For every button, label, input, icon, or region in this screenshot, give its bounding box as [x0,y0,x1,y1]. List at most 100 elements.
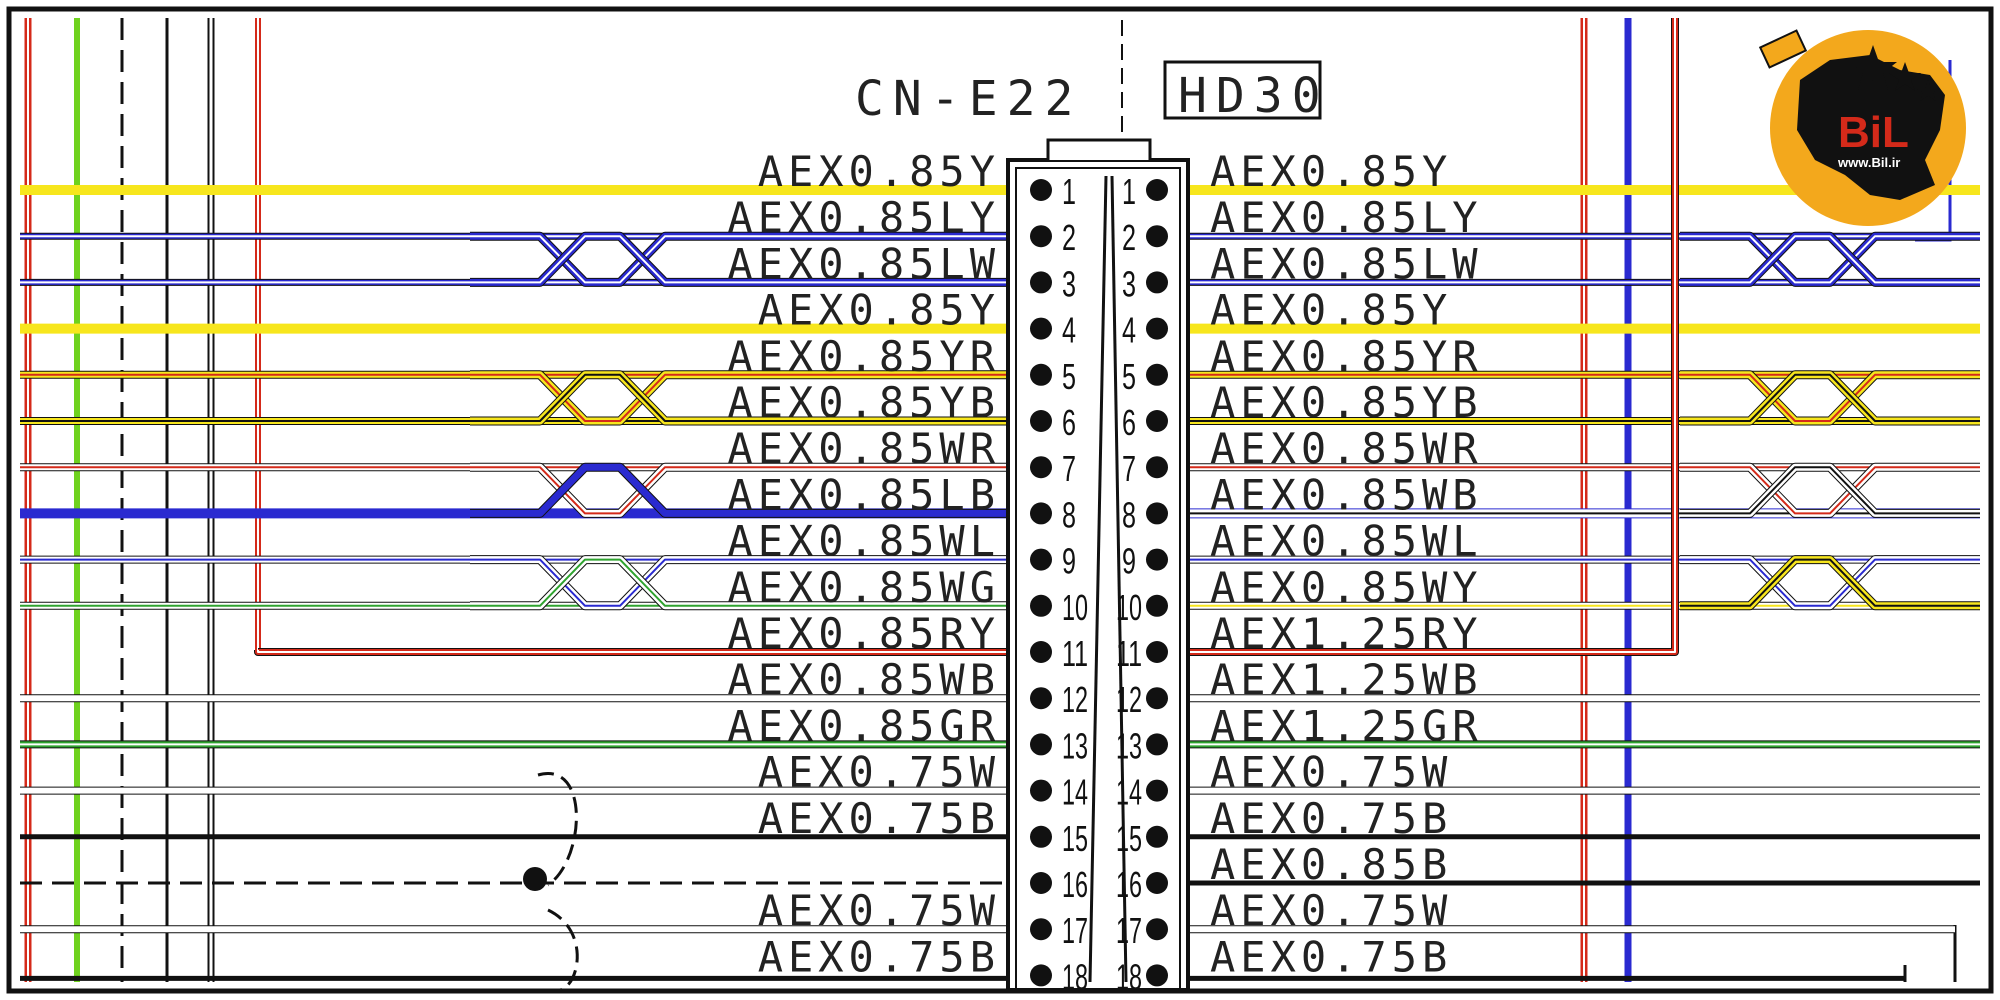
pin-dot-right [1146,594,1168,617]
twisted-pair-wire [1680,370,1980,426]
wire-label-left: AEX0.85YR [727,332,1000,381]
pin-number-left: 3 [1062,263,1076,304]
wire-label-right: AEX0.85WY [1210,563,1483,612]
wire-label-left: AEX0.85WR [727,424,1000,473]
pin-number-right: 12 [1116,679,1142,720]
star-icon [1916,80,1940,101]
pin-dot-right [1146,179,1168,201]
wire-label-right: AEX0.85Y [1210,147,1452,196]
pin-dot-left [1030,225,1052,248]
pin-dot-left [1030,410,1052,432]
twisted-pair-wire [470,555,1012,611]
pin-number-right: 15 [1116,818,1142,859]
wire-left-11 [254,648,1012,656]
star-icon [1849,45,1897,90]
iran-map-icon [1797,55,1945,200]
wire-label-right: AEX1.25WB [1210,655,1483,704]
pin-dot-left [1030,964,1052,987]
pin-dot-left [1030,641,1052,663]
pin-dot-left [1030,733,1052,756]
diagram-frame [6,6,1994,994]
pin-dot-right [1146,410,1168,432]
wire-right-11 [1180,18,1679,656]
wire-label-left: AEX0.85WL [727,517,1000,566]
pin-number-right: 5 [1122,356,1136,397]
pin-number-right: 18 [1116,956,1142,997]
wire-label-right: AEX0.75W [1210,748,1452,797]
wire-label-right: AEX0.75W [1210,886,1452,935]
wire-label-right: AEX0.85WR [1210,424,1483,473]
pin-dot-right [1146,918,1168,941]
wire-label-left: AEX0.85Y [758,286,1000,335]
pin-dot-right [1146,317,1168,340]
pin-number-left: 1 [1062,171,1076,212]
wire-label-left: AEX0.85Y [758,147,1000,196]
horizontal-wires [20,18,1980,981]
wire-label-right: AEX0.75B [1210,932,1452,981]
pin-number-right: 17 [1116,910,1142,951]
twisted-pair-wire [1680,231,1980,287]
pin-dot-left [1030,548,1052,571]
left-vertical-wires [24,18,261,982]
twisted-pair-wire [1680,231,1980,287]
wire-label-left: AEX0.75W [758,886,1000,935]
pin-number-left: 6 [1062,402,1076,443]
wire-label-left: AEX0.85LB [727,470,1000,519]
pin-dot-right [1146,825,1168,848]
pin-number-left: 16 [1062,864,1088,905]
twisted-pair-wire [470,370,1012,426]
pin-number-left: 8 [1062,494,1076,535]
pin-number-left: 13 [1062,725,1088,766]
pin-dot-left [1030,918,1052,941]
wire-label-right: AEX1.25GR [1210,701,1483,750]
pin-number-right: 14 [1116,772,1142,813]
twisted-pair-wire [1680,370,1980,426]
pin-dot-right [1146,271,1168,294]
wire-label-left: AEX0.85LW [727,239,1000,288]
connector-name-cn-e22: CN-E22 [855,71,1082,127]
wire-label-right: AEX0.85Y [1210,286,1452,335]
pin-dot-right [1146,502,1168,525]
pin-dot-left [1030,502,1052,525]
pin-dot-right [1146,456,1168,479]
pin-dot-right [1146,779,1168,802]
wire-label-right: AEX0.85B [1210,840,1452,889]
excavator-icon [1758,29,1808,69]
pin-dot-right [1146,964,1168,987]
pin-number-right: 7 [1122,448,1136,489]
pin-dot-left [1030,271,1052,294]
pin-number-left: 2 [1062,217,1076,258]
pin-number-left: 9 [1062,541,1076,582]
pin-number-left: 18 [1062,956,1088,997]
pin-dot-right [1146,733,1168,756]
twisted-pair-wire [1680,462,1980,518]
pin-number-left: 11 [1062,633,1088,674]
pin-number-left: 15 [1062,818,1088,859]
wire-label-left: AEX0.85WG [727,563,1000,612]
wire-label-left: AEX0.75B [758,794,1000,843]
pin-number-right: 1 [1122,171,1136,212]
pin-number-left: 10 [1062,587,1088,628]
twisted-pair-wire [1680,462,1980,518]
wire-label-left: AEX0.85LY [727,193,1000,242]
pin-number-left: 17 [1062,910,1088,951]
wire-label-right: AEX0.75B [1210,794,1452,843]
bil-logo: BiL www.Bil.ir [1758,29,1966,226]
wire-label-left: AEX0.85YB [727,378,1000,427]
pin-dot-left [1030,317,1052,340]
pin-dot-left [1030,687,1052,710]
twisted-pair-wire [470,370,1012,426]
pin-dot-right [1146,363,1168,386]
pin-dot-right [1146,225,1168,248]
logo-text: BiL [1838,108,1909,157]
pin-number-right: 10 [1116,587,1142,628]
pin-dot-right [1146,687,1168,710]
pin-dot-left [1030,825,1052,848]
pin-dot-left [1030,594,1052,617]
wire-label-left: AEX0.85GR [727,701,1000,750]
twisted-pair-wire [470,462,1012,518]
pin-number-right: 13 [1116,725,1142,766]
pin-number-left: 12 [1062,679,1088,720]
